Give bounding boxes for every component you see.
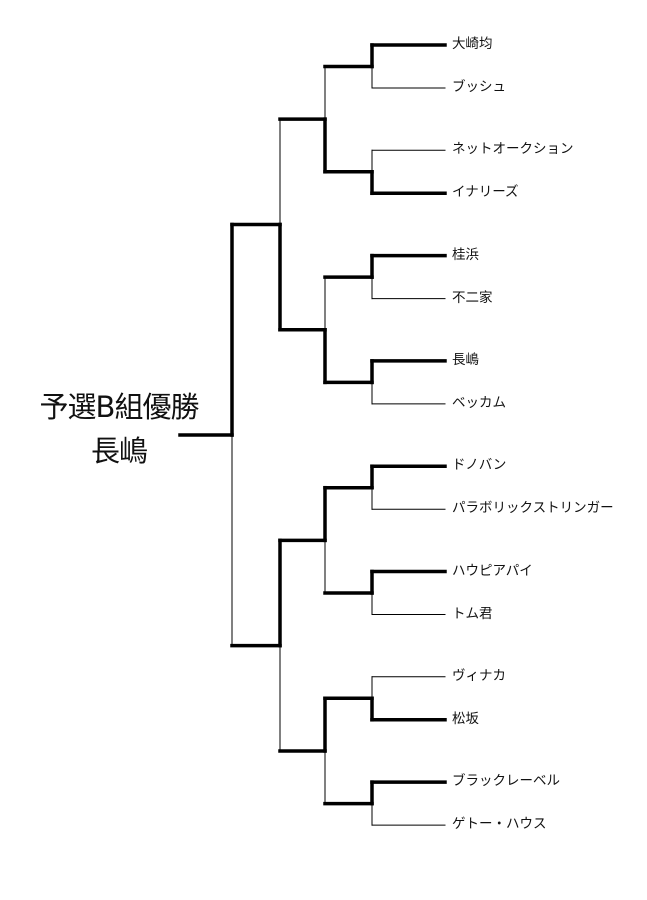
title-heading: 予選B組優勝 bbox=[39, 390, 200, 424]
entrant-label: ドノバン bbox=[452, 457, 507, 474]
champion-title: 予選B組優勝 長嶋 bbox=[14, 385, 224, 473]
entrant-label: ヴィナカ bbox=[452, 667, 506, 684]
entrant-label: トム君 bbox=[452, 605, 493, 622]
champion-name: 長嶋 bbox=[90, 434, 148, 468]
entrant-label: 大崎均 bbox=[452, 36, 493, 52]
entrant-label: ブッシュ bbox=[452, 79, 506, 95]
entrant-label: 松坂 bbox=[452, 710, 479, 727]
entrant-label: イナリーズ bbox=[452, 184, 519, 201]
entrant-label: 不二家 bbox=[452, 289, 493, 306]
entrant-label: パラボリックストリンガー bbox=[452, 500, 614, 517]
entrant-label: 長嶋 bbox=[452, 351, 479, 368]
entrant-label: ネットオークション bbox=[452, 141, 574, 158]
entrant-label: 桂浜 bbox=[452, 246, 479, 263]
entrant-label: ベッカム bbox=[452, 394, 506, 411]
entrant-label: ブラックレーベル bbox=[452, 773, 560, 790]
entrant-label: ハウピアパイ bbox=[452, 562, 533, 579]
entrant-label: ゲトー・ハウス bbox=[452, 816, 547, 833]
